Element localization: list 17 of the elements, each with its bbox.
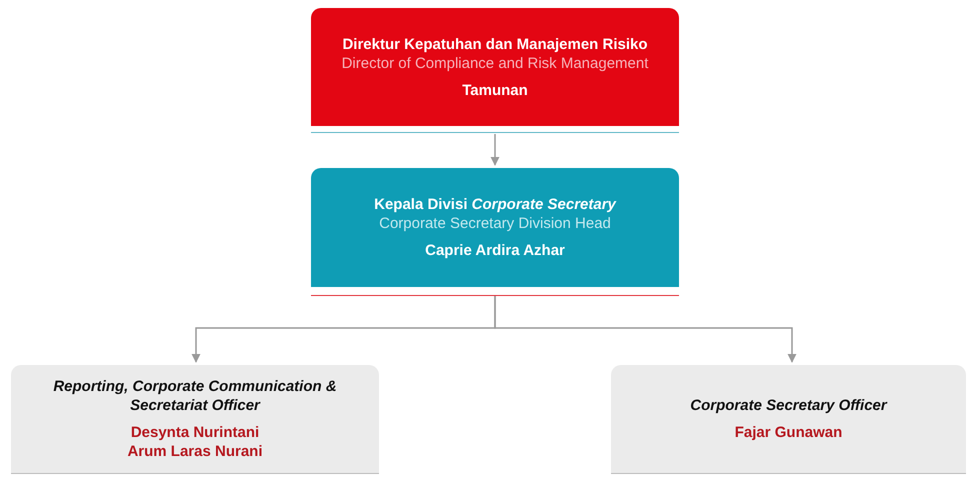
- director-box: [311, 8, 679, 126]
- person-name: Fajar Gunawan: [734, 423, 842, 442]
- role-title: Kepala Divisi Corporate Secretary: [374, 195, 616, 214]
- officer-box: [611, 365, 966, 473]
- person-name: Caprie Ardira Azhar: [425, 241, 565, 260]
- role-translation: Director of Compliance and Risk Management: [342, 54, 648, 72]
- person-name: Arum Laras Nurani: [127, 442, 263, 461]
- role-title: Direktur Kepatuhan dan Manajemen Risiko: [342, 34, 648, 54]
- connector-arrow: [494, 296, 796, 363]
- role-title: Corporate Secretary Officer: [690, 396, 887, 415]
- role-translation: Corporate Secretary Division Head: [379, 214, 611, 233]
- role-title: Reporting, Corporate Communication & Secretariat Officer: [52, 377, 338, 415]
- division-head-box: [311, 168, 679, 287]
- connector-arrow: [490, 134, 500, 166]
- person-name: Tamunan: [462, 80, 528, 100]
- person-name: Desynta Nurintani: [130, 423, 260, 442]
- officer-box: [11, 365, 379, 473]
